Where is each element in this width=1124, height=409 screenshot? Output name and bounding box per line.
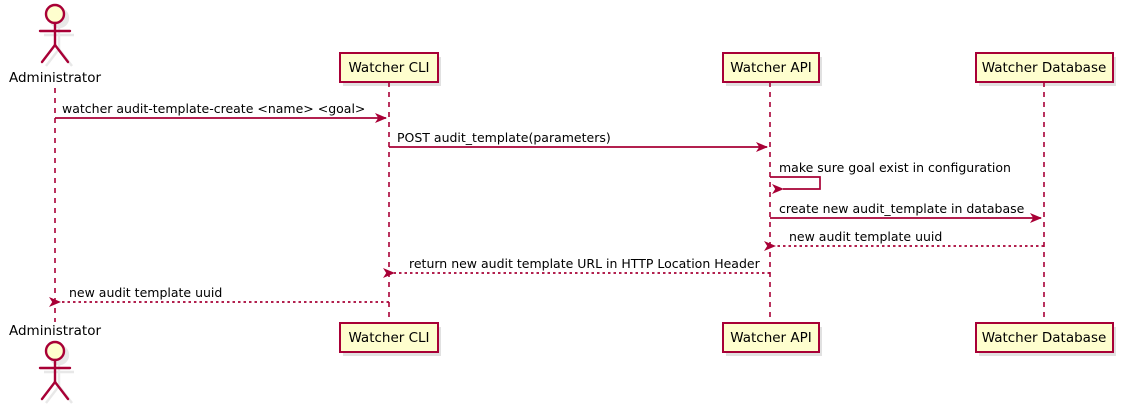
participant-label-administrator-top: Administrator xyxy=(9,70,101,86)
actor-head-icon xyxy=(44,3,66,25)
message-label-2: POST audit_template(parameters) xyxy=(397,130,611,145)
message-label-3: make sure goal exist in configuration xyxy=(779,160,1011,175)
message-1: watcher audit-template-create <name> <go… xyxy=(55,101,387,123)
message-label-7: new audit template uuid xyxy=(69,285,222,300)
actor-leg-left xyxy=(40,380,57,401)
actor-administrator-bottom: Administrator xyxy=(9,323,101,404)
message-label-6: return new audit template URL in HTTP Lo… xyxy=(409,256,761,271)
participant-box-watcher-cli-top[interactable]: Watcher CLI xyxy=(339,52,439,83)
participant-label-watcher-database-bottom: Watcher Database xyxy=(982,330,1107,346)
actor-leg-left xyxy=(40,43,57,64)
participant-box-watcher-cli-bottom[interactable]: Watcher CLI xyxy=(339,322,439,353)
message-7: new audit template uuid xyxy=(49,285,389,307)
message-5: new audit template uuid xyxy=(764,229,1044,251)
participant-box-watcher-api-bottom[interactable]: Watcher API xyxy=(722,322,820,353)
participant-label-watcher-cli-bottom: Watcher CLI xyxy=(348,330,429,346)
participant-label-watcher-database-top: Watcher Database xyxy=(982,60,1107,76)
lifelines xyxy=(54,82,1045,327)
message-3-self-call: make sure goal exist in configuration xyxy=(770,160,1011,194)
message-label-5: new audit template uuid xyxy=(789,229,942,244)
message-4: create new audit_template in database xyxy=(770,201,1042,223)
participant-label-watcher-api-bottom: Watcher API xyxy=(730,330,812,346)
participant-box-watcher-api-top[interactable]: Watcher API xyxy=(722,52,820,83)
actor-head-icon xyxy=(44,340,66,362)
participant-label-watcher-cli-top: Watcher CLI xyxy=(348,60,429,76)
participant-box-watcher-database-top[interactable]: Watcher Database xyxy=(975,52,1114,83)
participant-box-watcher-database-bottom[interactable]: Watcher Database xyxy=(975,322,1114,353)
actor-leg-right xyxy=(53,380,70,401)
participant-label-watcher-api-top: Watcher API xyxy=(730,60,812,76)
message-6: return new audit template URL in HTTP Lo… xyxy=(383,256,770,278)
actor-leg-right xyxy=(53,43,70,64)
participant-label-administrator-bottom: Administrator xyxy=(9,323,101,339)
message-arrow-3 xyxy=(770,176,821,194)
message-label-4: create new audit_template in database xyxy=(779,201,1025,216)
message-2: POST audit_template(parameters) xyxy=(389,130,768,152)
message-label-1: watcher audit-template-create <name> <go… xyxy=(62,101,365,116)
actor-administrator-top: Administrator xyxy=(9,3,101,86)
